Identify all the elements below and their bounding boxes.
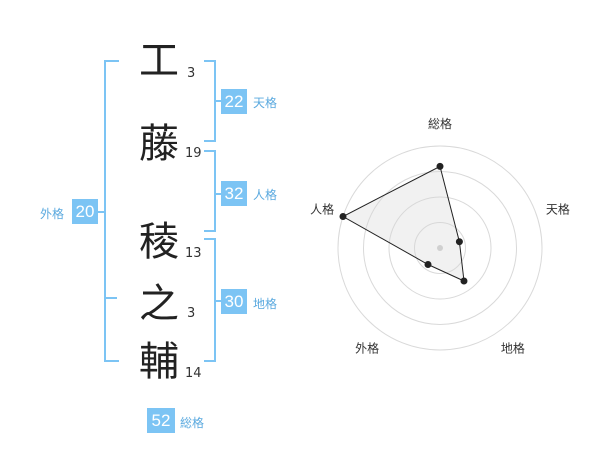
radar-point-4	[424, 261, 432, 269]
radar-points	[339, 162, 468, 285]
gaikaku-value: 20	[72, 199, 98, 224]
radar-axis-label-5: 人格	[310, 202, 334, 217]
radar-ring-3	[363, 171, 517, 325]
radar-point-2	[455, 238, 463, 246]
tenkaku-label: 天格	[253, 96, 278, 110]
stroke-count-2: 19	[185, 146, 202, 161]
radar-polygon	[341, 165, 465, 282]
radar-axis-label-4: 外格	[355, 340, 379, 355]
chikaku-label: 地格	[253, 297, 278, 311]
jinkaku-tick	[214, 193, 221, 195]
tenkaku-tick	[214, 100, 221, 102]
radar-rings	[337, 145, 543, 351]
jinkaku-bracket	[204, 150, 216, 232]
radar-point-5	[339, 212, 347, 220]
radar-ring-1	[414, 222, 466, 274]
name-char-2: 藤	[139, 121, 179, 167]
outer-bracket-tick	[94, 211, 104, 213]
name-char-3: 稜	[139, 219, 179, 265]
radar-axis-label-1: 総格	[428, 116, 452, 131]
radar-ring-2	[388, 196, 492, 300]
outer-bracket	[104, 60, 119, 362]
stroke-count-4: 3	[187, 306, 196, 321]
radar-ring-4	[337, 145, 543, 351]
stroke-count-1: 3	[187, 66, 196, 81]
radar-center	[437, 245, 443, 251]
soukaku-label: 総格	[180, 416, 205, 430]
stroke-count-3: 13	[185, 246, 202, 261]
chikaku-value: 30	[221, 289, 247, 314]
jinkaku-value: 32	[221, 181, 247, 206]
name-char-4: 之	[139, 281, 179, 327]
radar-point-3	[460, 277, 468, 285]
stroke-count-5: 14	[185, 366, 202, 381]
name-char-1: 工	[139, 38, 179, 84]
jinkaku-label: 人格	[253, 188, 278, 202]
outer-bracket-divider	[104, 297, 117, 299]
gaikaku-label: 外格	[40, 207, 65, 221]
chikaku-tick	[214, 300, 221, 302]
radar-axis-label-2: 天格	[546, 202, 570, 217]
name-char-5: 輔	[139, 339, 179, 385]
tenkaku-value: 22	[221, 89, 247, 114]
radar-axis-label-3: 地格	[501, 340, 525, 355]
radar-point-1	[436, 162, 444, 170]
soukaku-value: 52	[147, 408, 175, 433]
